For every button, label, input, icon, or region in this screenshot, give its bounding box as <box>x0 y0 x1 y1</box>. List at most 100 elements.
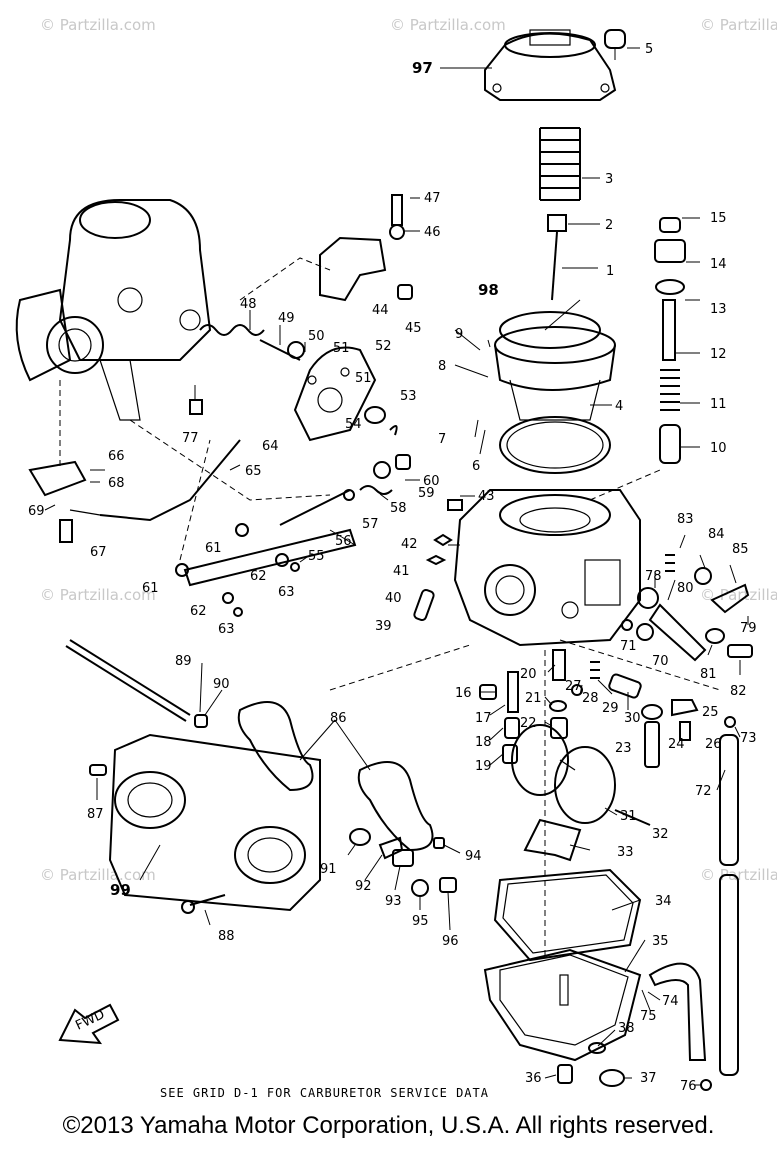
washer-part <box>287 341 305 359</box>
callout-label: 6 <box>472 459 480 474</box>
callout-label: 40 <box>385 591 402 606</box>
callout-label: 71 <box>620 639 637 654</box>
washer-part <box>655 279 685 295</box>
washer-part <box>411 879 429 897</box>
callout-label: 61 <box>142 581 159 596</box>
callout-label: 75 <box>640 1009 657 1024</box>
callout-label: 69 <box>28 504 45 519</box>
callout-label: 49 <box>278 311 295 326</box>
spring-part <box>359 485 393 495</box>
callout-label: 25 <box>702 705 719 720</box>
callout-label: 19 <box>475 759 492 774</box>
callout-label: 76 <box>680 1079 697 1094</box>
manifold-gasket-part <box>357 761 434 852</box>
callout-label: 93 <box>385 894 402 909</box>
float-bowl-part <box>483 948 642 1062</box>
callout-label: 42 <box>401 537 418 552</box>
callout-label: 61 <box>205 541 222 556</box>
callout-label: 26 <box>705 737 722 752</box>
callout-label: 63 <box>218 622 235 637</box>
callout-label: 62 <box>250 569 267 584</box>
carburetor-body-part <box>453 489 641 647</box>
screw-part <box>604 29 626 60</box>
spring-washer-part <box>425 533 453 566</box>
callout-label: 77 <box>182 431 199 446</box>
screw-part <box>413 588 435 622</box>
callout-label: 9 <box>455 327 463 342</box>
callout-labels: 1 2 3 4 5 6 7 8 9 10 11 12 13 14 15 16 1… <box>28 42 757 1094</box>
piston-part <box>494 311 616 421</box>
holder-part <box>392 849 414 867</box>
callout-label: 3 <box>605 172 613 187</box>
callout-label: 48 <box>240 297 257 312</box>
screw-part <box>727 644 753 658</box>
spring-part <box>539 127 581 201</box>
callout-label: 4 <box>615 399 623 414</box>
callout-label: 83 <box>677 512 694 527</box>
callout-label: 87 <box>87 807 104 822</box>
callout-label: 1 <box>606 264 614 279</box>
callout-label: 20 <box>520 667 537 682</box>
watermark: © Partzilla.com <box>40 16 156 34</box>
callout-label: 90 <box>213 677 230 692</box>
callout-label: 47 <box>424 191 441 206</box>
callout-label: 50 <box>308 329 325 344</box>
spring-part <box>590 661 600 679</box>
callout-label: 52 <box>375 339 392 354</box>
plunger-part <box>659 424 681 464</box>
callout-label: 51 <box>355 371 372 386</box>
watermark: © Partzilla.com <box>390 16 506 34</box>
callout-label: 55 <box>308 549 325 564</box>
callout-label: 31 <box>620 809 637 824</box>
callout-label: 96 <box>442 934 459 949</box>
callout-label: 65 <box>245 464 262 479</box>
callout-label: 66 <box>108 449 125 464</box>
callout-label: 28 <box>582 691 599 706</box>
leader-lines <box>44 47 749 1086</box>
needle-clip-part <box>547 214 567 232</box>
jet-part <box>504 717 520 739</box>
left-carburetor-assembly-part <box>15 199 212 421</box>
vent-hose-part <box>648 962 707 1061</box>
jet-part <box>502 744 518 764</box>
drain-screw-part <box>557 1064 573 1084</box>
callout-label: 85 <box>732 542 749 557</box>
choke-cable-part <box>99 439 241 522</box>
watermark-layer: © Partzilla.com © Partzilla.com © Partzi… <box>40 16 777 884</box>
callout-label: 54 <box>345 417 362 432</box>
bracket-part <box>319 236 387 302</box>
callout-label: 5 <box>645 42 653 57</box>
rod-part <box>279 489 351 526</box>
callout-label: 29 <box>602 701 619 716</box>
callout-label: 27 <box>565 679 582 694</box>
float-part <box>511 724 616 824</box>
callout-label: 13 <box>710 302 727 317</box>
callout-label: 37 <box>640 1071 657 1086</box>
callout-label: 60 <box>423 474 440 489</box>
callout-label: 68 <box>108 476 125 491</box>
jet-part <box>507 671 519 713</box>
callout-label: 59 <box>418 486 435 501</box>
watermark: © Partzilla.com <box>700 586 777 604</box>
callout-label: 72 <box>695 784 712 799</box>
callout-label: 18 <box>475 735 492 750</box>
needle-valve-part <box>644 721 660 768</box>
service-note: SEE GRID D-1 FOR CARBURETOR SERVICE DATA <box>160 1086 489 1100</box>
callout-label: 44 <box>372 303 389 318</box>
callout-label: 70 <box>652 654 669 669</box>
callout-label: 73 <box>740 731 757 746</box>
callout-label: 80 <box>677 581 694 596</box>
float-pin-part <box>614 809 651 826</box>
spring-pin-part <box>189 399 203 415</box>
clip-part <box>671 699 699 717</box>
callout-label: 43 <box>478 489 495 504</box>
callout-label: 21 <box>525 691 542 706</box>
callout-label: 24 <box>668 737 685 752</box>
callout-label: 81 <box>700 667 717 682</box>
callout-label: 99 <box>110 881 131 899</box>
watermark: © Partzilla.com <box>700 16 777 34</box>
callout-label: 95 <box>412 914 429 929</box>
callout-label: 36 <box>525 1071 542 1086</box>
callout-label: 41 <box>393 564 410 579</box>
